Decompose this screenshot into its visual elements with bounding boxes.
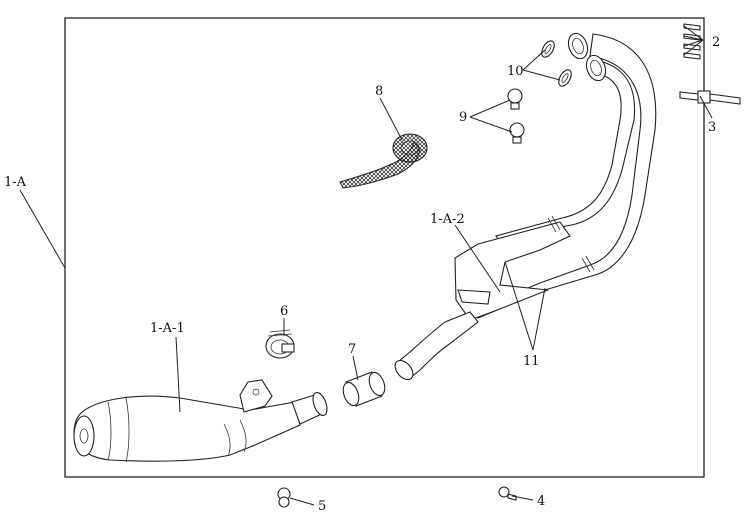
header-pipe-assembly[interactable] (392, 31, 657, 383)
heat-wrap[interactable] (339, 133, 428, 189)
flange-gasket-upper[interactable] (539, 39, 557, 60)
callout-8: 8 (375, 84, 383, 99)
muffler[interactable] (73, 379, 330, 463)
callout-7: 7 (348, 342, 356, 357)
flange-gasket-lower[interactable] (556, 68, 574, 89)
callout-3: 3 (708, 120, 716, 135)
callout-9: 9 (459, 110, 467, 125)
callout-4: 4 (537, 494, 545, 509)
mounting-bolt-5[interactable] (277, 487, 291, 508)
exhaust-gasket[interactable] (340, 370, 387, 407)
callout-6: 6 (280, 304, 288, 319)
pipe-clamp[interactable] (265, 329, 295, 359)
mounting-bolt-4[interactable] (498, 486, 517, 501)
stud-bolts[interactable] (683, 23, 701, 60)
callout-11: 11 (523, 354, 540, 369)
callout-10: 10 (507, 64, 524, 79)
sensor-cap-upper[interactable] (507, 88, 523, 110)
assembly-frame (64, 17, 705, 478)
callout-1-a-1: 1-A-1 (150, 321, 185, 336)
callout-2: 2 (712, 35, 720, 50)
oxygen-sensor[interactable] (679, 90, 741, 105)
callout-1-a: 1-A (4, 175, 27, 190)
callout-1-a-2: 1-A-2 (430, 212, 465, 227)
sensor-cap-lower[interactable] (509, 122, 525, 144)
callout-5: 5 (318, 499, 326, 514)
leader-lines (19, 25, 713, 506)
